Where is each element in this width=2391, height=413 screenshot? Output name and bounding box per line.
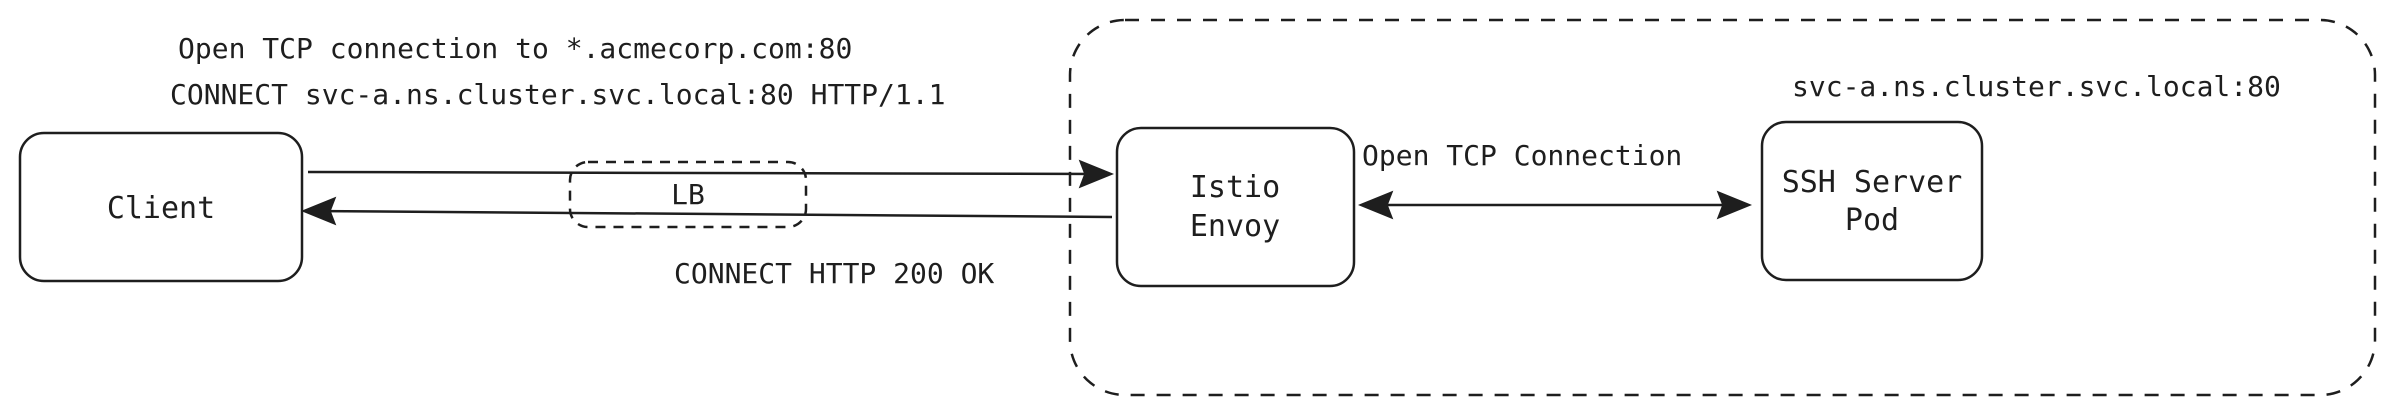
envoy-label-line2: Envoy [1190,209,1280,244]
response-arrow [301,196,1113,226]
response-arrow-line [309,209,1113,219]
cluster-boundary [1068,18,2377,397]
response-label: CONNECT HTTP 200 OK [674,257,994,290]
envoy-ssh-arrow: Open TCP Connection [1358,139,1752,220]
ssh-server-box [1760,120,1984,282]
envoy-box [1115,126,1356,288]
request-label-line2: CONNECT svc-a.ns.cluster.svc.local:80 HT… [170,78,945,111]
request-arrow [307,159,1114,189]
envoy-ssh-label: Open TCP Connection [1362,139,1682,172]
request-arrowhead [1078,159,1114,189]
request-label-line1: Open TCP connection to *.acmecorp.com:80 [178,32,852,65]
response-arrowhead [301,196,337,226]
client-node[interactable]: Client [18,131,304,283]
client-box [18,131,304,283]
ssh-server-label-line2: Pod [1845,203,1899,238]
envoy-node[interactable]: Istio Envoy [1115,126,1356,288]
ssh-server-node[interactable]: SSH Server Pod [1760,120,1984,282]
client-label: Client [107,191,215,226]
envoy-ssh-arrowhead-right [1716,190,1752,220]
cluster-label: svc-a.ns.cluster.svc.local:80 [1792,70,2281,103]
request-arrow-line [307,170,1109,176]
lb-label: LB [671,178,705,211]
ssh-server-label-line1: SSH Server [1782,165,1963,200]
load-balancer[interactable]: LB [568,160,808,229]
envoy-ssh-arrowhead-left [1358,190,1394,220]
envoy-label-line1: Istio [1190,170,1280,205]
lb-box [568,160,808,229]
